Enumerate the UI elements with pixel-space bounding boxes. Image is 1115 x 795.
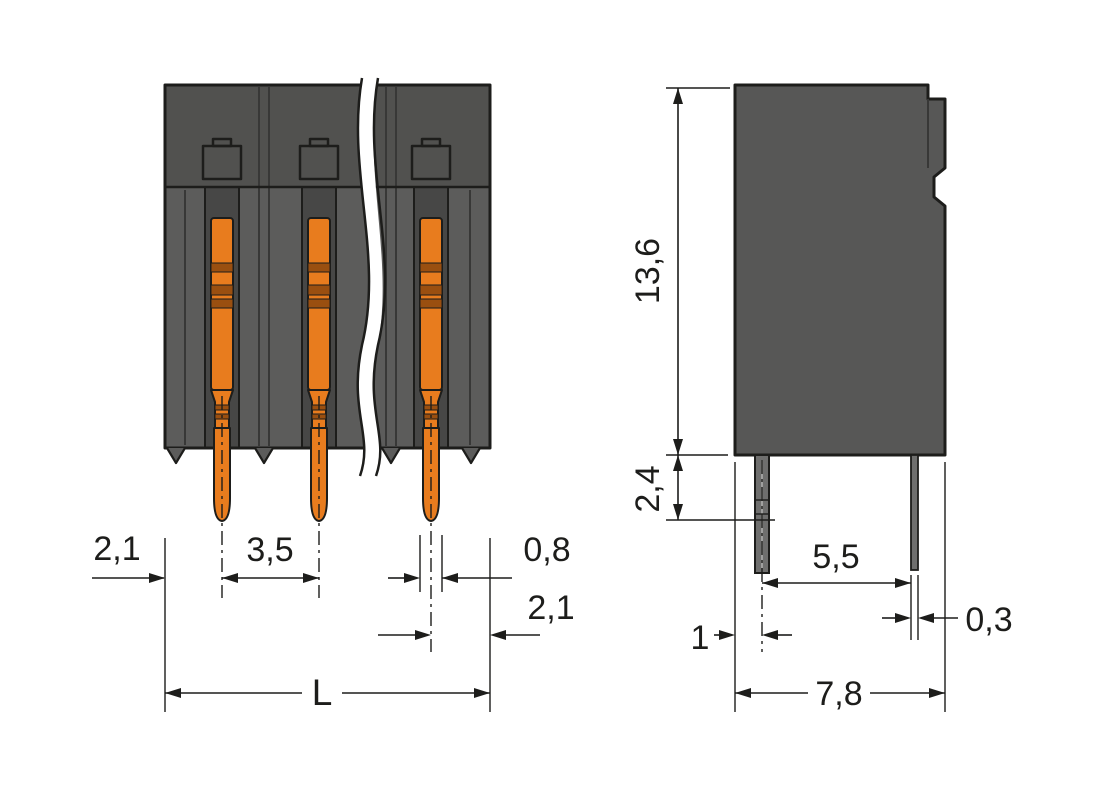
side-housing [733, 83, 947, 457]
arrowhead [415, 630, 431, 640]
side-dimensions: 13,6 2,4 1 5,5 0,3 [629, 87, 1013, 713]
dim-label-housing-height: 13,6 [629, 238, 667, 304]
latch-window-3 [410, 137, 452, 181]
dim-front-edge-to-pin: 2,1 [92, 530, 165, 583]
arrowhead [474, 688, 490, 698]
arrowhead [303, 573, 319, 583]
dim-label-pin-spacing: 5,5 [812, 538, 859, 576]
arrowhead [895, 578, 911, 588]
arrowhead [404, 573, 420, 583]
dim-front-pin-width: 0,8 [388, 531, 571, 583]
arrowhead [149, 573, 165, 583]
dim-label-pin-thickness: 0,3 [965, 601, 1012, 639]
arrowhead [895, 613, 911, 623]
dim-side-pin-thickness: 0,3 [882, 601, 1013, 639]
arrowhead [442, 573, 458, 583]
dim-front-pin-to-edge: 2,1 [378, 589, 575, 640]
latch-window-1 [201, 137, 243, 181]
arrowhead [673, 455, 683, 471]
dim-label-edge-to-pin: 1 [691, 619, 710, 657]
side-view [733, 83, 947, 574]
arrowhead [719, 630, 735, 640]
housing-foot-left [166, 447, 186, 465]
arrowhead [222, 573, 238, 583]
dim-side-housing-height: 13,6 [629, 88, 683, 455]
arrowhead [929, 688, 945, 698]
front-dimensions: 2,1 3,5 0,8 2,1 [92, 530, 575, 713]
arrowhead [165, 688, 181, 698]
housing-foot-right [461, 447, 481, 465]
break-line-left [356, 77, 371, 477]
arrowhead [762, 630, 778, 640]
dim-front-pin-pitch: 3,5 [222, 531, 319, 583]
housing-foot-mid1 [254, 447, 274, 465]
dim-label-edge-to-pin: 2,1 [93, 530, 140, 568]
arrowhead [762, 578, 778, 588]
dim-front-total-length: L [165, 672, 490, 713]
dim-label-total-length: L [312, 672, 333, 713]
dim-label-pin-pitch: 3,5 [246, 531, 293, 569]
dim-side-edge-to-pin: 1 [691, 619, 792, 657]
latch-window-2 [298, 137, 340, 181]
arrowhead [673, 88, 683, 104]
front-view [163, 77, 492, 652]
housing-cap [165, 85, 490, 187]
dim-side-pin-spacing: 5,5 [762, 538, 911, 588]
side-pin-rear [910, 454, 919, 571]
contact-pin-3 [419, 217, 443, 652]
arrowhead [673, 504, 683, 520]
contact-pin-1 [210, 217, 234, 598]
dim-label-pin-to-edge: 2,1 [527, 589, 574, 627]
dim-side-housing-depth: 7,8 [735, 675, 945, 713]
dim-label-pin-width: 0,8 [523, 531, 570, 569]
arrowhead [735, 688, 751, 698]
arrowhead [490, 630, 506, 640]
dim-label-pin-length: 2,4 [629, 465, 667, 512]
break-line-right [372, 77, 387, 477]
contact-pin-2 [307, 217, 331, 598]
arrowhead [918, 613, 934, 623]
housing-foot-mid2 [381, 447, 401, 465]
arrowhead [673, 439, 683, 455]
dim-label-housing-depth: 7,8 [815, 675, 862, 713]
dim-side-pin-length: 2,4 [629, 455, 683, 520]
